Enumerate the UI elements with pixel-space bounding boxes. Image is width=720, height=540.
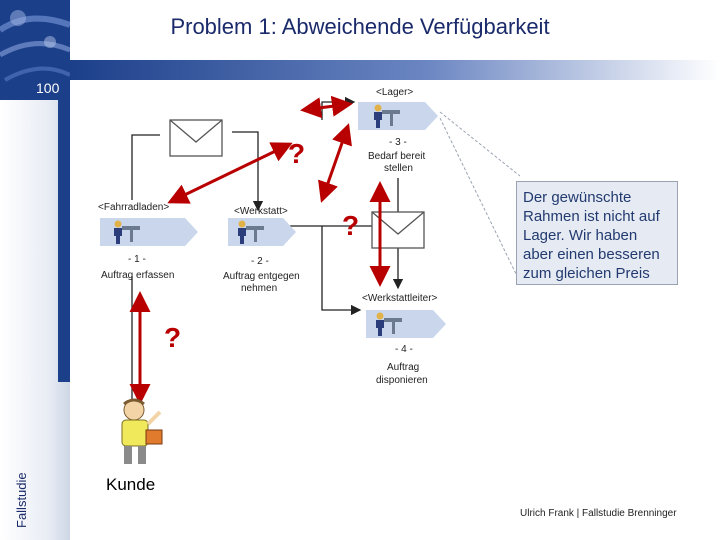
worker-at-desk-icon [376, 312, 402, 336]
role-lager: <Lager> [376, 87, 414, 98]
step-label: stellen [384, 163, 413, 174]
role-fahrradladen: <Fahrradladen> [98, 202, 170, 213]
sidebar-band [58, 100, 70, 382]
question-mark: ? [288, 138, 306, 169]
sidebar [0, 0, 70, 540]
role-werkstatt: <Werkstatt> [234, 206, 288, 217]
logo-block [0, 0, 70, 100]
step-label: Auftrag entgegen [223, 271, 300, 282]
worker-at-desk-icon [238, 220, 264, 244]
step-label: nehmen [241, 283, 278, 294]
question-mark: ? [342, 210, 360, 241]
callout-text: Der gewünschte Rahmen ist nicht auf Lage… [523, 189, 660, 282]
worker-at-desk-icon [114, 220, 140, 244]
worker-at-desk-icon [374, 104, 400, 128]
step-number: - 1 - [128, 254, 146, 265]
customer-label: Kunde [106, 475, 156, 494]
envelope-icon [169, 119, 223, 157]
step-number: - 3 - [389, 137, 407, 148]
step-number: - 2 - [251, 256, 269, 267]
step-label: Auftrag erfassen [101, 270, 175, 281]
page-title: Problem 1: Abweichende Verfügbarkeit [170, 14, 550, 39]
step-number: - 4 - [395, 344, 413, 355]
step-label: Auftrag [387, 362, 420, 373]
step-label: disponieren [376, 375, 428, 386]
callout-box: Der gewünschte Rahmen ist nicht auf Lage… [516, 181, 678, 285]
red-arrows [129, 95, 391, 405]
step-label: Bedarf bereit [368, 151, 426, 162]
customer-figure-icon [121, 398, 163, 464]
role-werkstattleiter: <Werkstattleiter> [362, 293, 438, 304]
title-rule [70, 60, 720, 80]
question-mark: ? [164, 322, 182, 353]
page-number: 100 [36, 80, 60, 96]
logo-swirl-icon [0, 10, 70, 82]
footer: Ulrich Frank | Fallstudie Brenninger [520, 508, 677, 519]
